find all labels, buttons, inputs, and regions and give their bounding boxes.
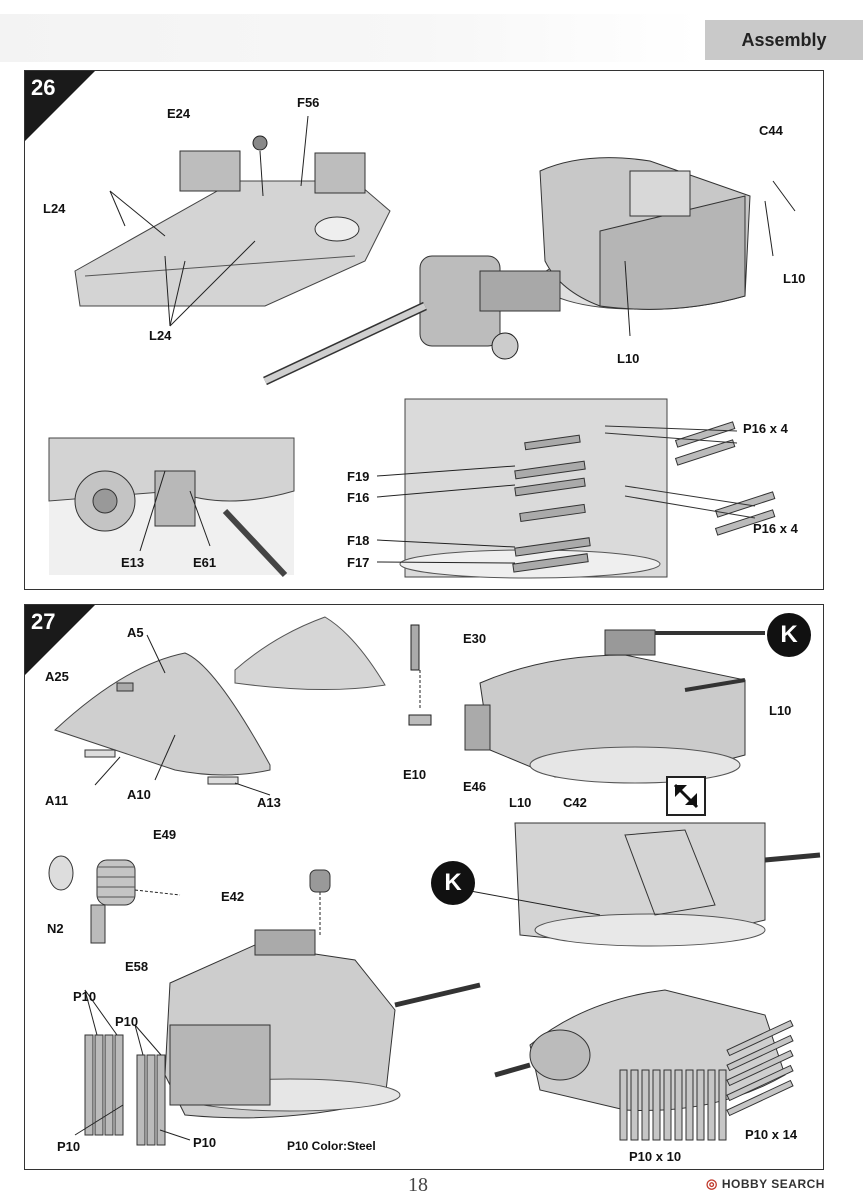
label-l24-left: L24 <box>43 201 66 216</box>
footer-watermark: ◎ HOBBY SEARCH <box>706 1176 825 1192</box>
label-e42: E42 <box>221 889 245 904</box>
step-26-illustration <box>48 115 796 579</box>
label-f18: F18 <box>347 533 370 548</box>
label-l10-bottom: L10 <box>617 351 640 366</box>
label-p10x14: P10 x 14 <box>745 1127 798 1142</box>
label-a13: A13 <box>257 795 281 810</box>
label-e10: E10 <box>403 767 427 782</box>
label-e46: E46 <box>463 779 487 794</box>
label-p10-d: P10 <box>193 1135 217 1150</box>
label-l10-right: L10 <box>769 703 792 718</box>
label-a11: A11 <box>45 793 69 808</box>
label-f19: F19 <box>347 469 370 484</box>
label-p16-top: P16 x 4 <box>743 421 788 436</box>
label-e24: E24 <box>167 106 191 121</box>
color-note: P10 Color:Steel <box>287 1139 376 1153</box>
label-e30: E30 <box>463 631 487 646</box>
label-p10-a: P10 <box>73 989 97 1004</box>
step-27-panel: 27 <box>24 604 824 1170</box>
label-p10-c: P10 <box>57 1139 81 1154</box>
step-number-27: 27 <box>31 609 56 634</box>
section-title: Assembly <box>705 20 863 60</box>
label-e13: E13 <box>121 555 145 570</box>
label-l24-bottom: L24 <box>149 328 172 343</box>
label-e58: E58 <box>125 959 149 974</box>
label-a10: A10 <box>127 787 151 802</box>
label-f56: F56 <box>297 95 320 110</box>
step-number-26: 26 <box>31 75 56 100</box>
label-l10-right: L10 <box>783 271 806 286</box>
step-badge-27 <box>25 605 95 675</box>
label-p10-b: P10 <box>115 1014 139 1029</box>
label-n2: N2 <box>47 921 64 936</box>
label-p10x10: P10 x 10 <box>629 1149 682 1164</box>
label-e49: E49 <box>153 827 177 842</box>
label-c44: C44 <box>759 123 783 138</box>
header-strip <box>0 14 700 62</box>
label-p16-bottom: P16 x 4 <box>753 521 798 536</box>
hobby-search-logo-icon: ◎ <box>706 1176 718 1191</box>
page-number: 18 <box>408 1174 428 1196</box>
label-f16: F16 <box>347 490 370 505</box>
label-a5: A5 <box>127 625 144 640</box>
callout-k-marker-bottom: K <box>431 861 475 905</box>
label-a25: A25 <box>45 669 69 684</box>
label-e61: E61 <box>193 555 217 570</box>
callout-k-marker-top: K <box>767 613 811 657</box>
label-f17: F17 <box>347 555 370 570</box>
step-27-illustration <box>48 616 821 1146</box>
watermark-text: HOBBY SEARCH <box>721 1177 825 1191</box>
step-26-panel: 26 <box>24 70 824 590</box>
label-c42: C42 <box>563 795 587 810</box>
label-l10-mid: L10 <box>509 795 532 810</box>
step-badge-26 <box>25 71 95 141</box>
